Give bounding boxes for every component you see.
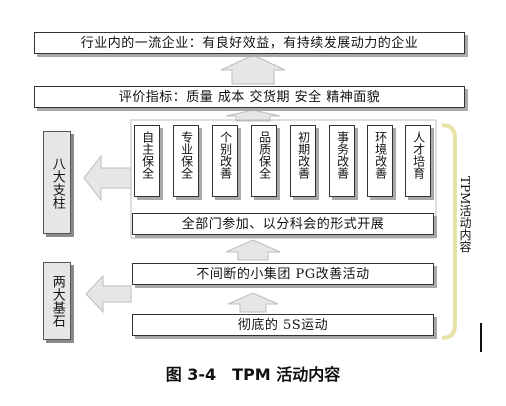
pillar-initial-improvement: 初期改善: [290, 125, 316, 197]
pillar-talent-cultivation: 人才培育: [405, 125, 431, 197]
small-group-box: 不间断的小集团 PG改善活动: [132, 263, 434, 285]
text-cursor: [480, 323, 482, 352]
pillar-environment-improvement: 环境改善: [367, 125, 393, 197]
five-s-text: 彻底的 5S运动: [237, 317, 329, 333]
pillars-frame: [130, 119, 437, 239]
pillar-office-improvement: 事务改善: [329, 125, 355, 197]
up-arrow-icon: [227, 292, 279, 313]
all-departments-box: 全部门参加、以分科会的形式开展: [132, 213, 434, 235]
figure-caption: 图 3-4 TPM 活动内容: [165, 365, 341, 384]
side-label-pillars: 八大支柱: [43, 131, 71, 234]
brace-label: TPM活动内容: [458, 176, 472, 253]
left-arrow-icon: [83, 154, 132, 202]
evaluation-text: 评价指标：质量 成本 交货期 安全 精神面貌: [118, 89, 381, 105]
up-arrow-icon: [220, 54, 286, 85]
up-arrow-icon: [225, 239, 281, 261]
pillar-individual-improvement: 个别改善: [212, 125, 238, 197]
pillar-quality-maintenance: 品质保全: [251, 125, 277, 197]
small-group-text: 不间断的小集团 PG改善活动: [196, 266, 370, 282]
top-goal-box: 行业内的一流企业：有良好效益，有持续发展动力的企业: [34, 32, 465, 54]
all-departments-text: 全部门参加、以分科会的形式开展: [181, 216, 385, 232]
top-goal-text: 行业内的一流企业：有良好效益，有持续发展动力的企业: [80, 35, 419, 51]
side-label-foundation: 两大基石: [43, 262, 71, 340]
pillar-autonomous-maintenance: 自主保全: [134, 125, 160, 197]
pillar-professional-maintenance: 专业保全: [173, 125, 199, 197]
evaluation-box: 评价指标：质量 成本 交货期 安全 精神面貌: [34, 86, 465, 108]
brace-bracket: [441, 123, 457, 340]
five-s-box: 彻底的 5S运动: [132, 314, 434, 336]
up-arrow-icon: [225, 109, 281, 122]
left-arrow-icon: [85, 274, 132, 314]
